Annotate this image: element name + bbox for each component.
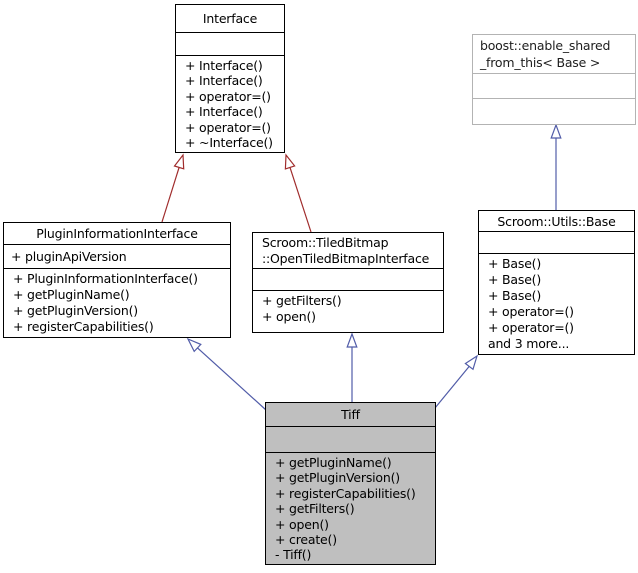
inheritance-arrow-opentiledbitmapinterface-to-interface (284, 153, 312, 233)
method-label: + Interface() (185, 58, 263, 73)
inheritance-arrow-tiff-to-plugininformationinterface (186, 337, 267, 411)
methods-compartment: + getPluginName() + getPluginVersion() +… (266, 453, 435, 564)
method-label: + operator=() (185, 119, 271, 135)
class-title-line: ::OpenTiledBitmapInterface (262, 250, 430, 266)
inheritance-arrow-base-to-boost (550, 123, 562, 210)
inheritance-arrow-tiff-to-opentiledbitmapinterface (346, 332, 358, 402)
class-node-opentiledbitmapinterface[interactable]: Scroom::TiledBitmap ::OpenTiledBitmapInt… (252, 232, 444, 333)
inheritance-arrow-tiff-to-base (434, 354, 479, 409)
method-label: + open() (275, 516, 329, 532)
attributes-compartment-empty (479, 232, 634, 254)
class-title: Interface (176, 5, 284, 33)
method-label: + getFilters() (275, 501, 355, 517)
methods-compartment-empty (473, 99, 635, 124)
method-label: + getPluginVersion() (13, 303, 138, 318)
methods-compartment: + Interface() + Interface() + operator=(… (176, 56, 284, 152)
class-title-line: boost::enable_shared (480, 38, 611, 53)
attributes-compartment-empty (473, 74, 635, 99)
class-node-plugininformationinterface[interactable]: PluginInformationInterface + pluginApiVe… (3, 222, 231, 338)
methods-compartment: + getFilters() + open() (253, 291, 443, 332)
attributes-compartment-empty (253, 269, 443, 291)
class-node-boost-enable-shared-from-this: boost::enable_shared _from_this< Base > (472, 34, 636, 125)
class-title-line: Scroom::TiledBitmap (262, 234, 389, 250)
methods-compartment: + Base() + Base() + Base() + operator=()… (479, 254, 634, 354)
method-label: + Interface() (185, 73, 263, 89)
method-label: + PluginInformationInterface() (13, 271, 198, 286)
method-label: - Tiff() (275, 547, 312, 563)
attribute-label: + pluginApiVersion (4, 245, 230, 269)
methods-compartment: + PluginInformationInterface() + getPlug… (4, 269, 230, 337)
method-label: + operator=() (488, 320, 574, 335)
method-label: + Base() (488, 256, 542, 271)
class-title: Scroom::TiledBitmap ::OpenTiledBitmapInt… (253, 233, 443, 269)
attributes-compartment-empty (176, 33, 284, 56)
class-title: boost::enable_shared _from_this< Base > (473, 35, 635, 74)
method-label: + operator=() (488, 304, 574, 319)
method-label: + create() (275, 532, 337, 548)
method-label: + Base() (488, 272, 542, 287)
class-title: PluginInformationInterface (4, 223, 230, 245)
method-label: + open() (262, 309, 316, 324)
method-label: + ~Interface() (185, 135, 273, 151)
method-label: + Interface() (185, 104, 263, 120)
inheritance-arrow-plugininformationinterface-to-interface (161, 153, 185, 223)
method-label: + registerCapabilities() (13, 319, 154, 334)
class-node-interface[interactable]: Interface + Interface() + Interface() + … (175, 4, 285, 153)
class-title: Scroom::Utils::Base (479, 211, 634, 232)
class-title: Tiff (266, 403, 435, 427)
class-node-scroom-utils-base[interactable]: Scroom::Utils::Base + Base() + Base() + … (478, 210, 635, 355)
method-label: + getFilters() (262, 293, 342, 308)
methods-overflow-label: and 3 more... (488, 336, 570, 351)
class-node-tiff-current: Tiff + getPluginName() + getPluginVersio… (265, 402, 436, 565)
method-label: + getPluginVersion() (275, 470, 400, 486)
method-label: + getPluginName() (13, 287, 130, 302)
method-label: + getPluginName() (275, 455, 392, 470)
method-label: + Base() (488, 288, 542, 303)
attributes-compartment-empty (266, 427, 435, 453)
class-title-line: _from_this< Base > (480, 55, 601, 70)
method-label: + operator=() (185, 88, 271, 104)
method-label: + registerCapabilities() (275, 485, 416, 501)
